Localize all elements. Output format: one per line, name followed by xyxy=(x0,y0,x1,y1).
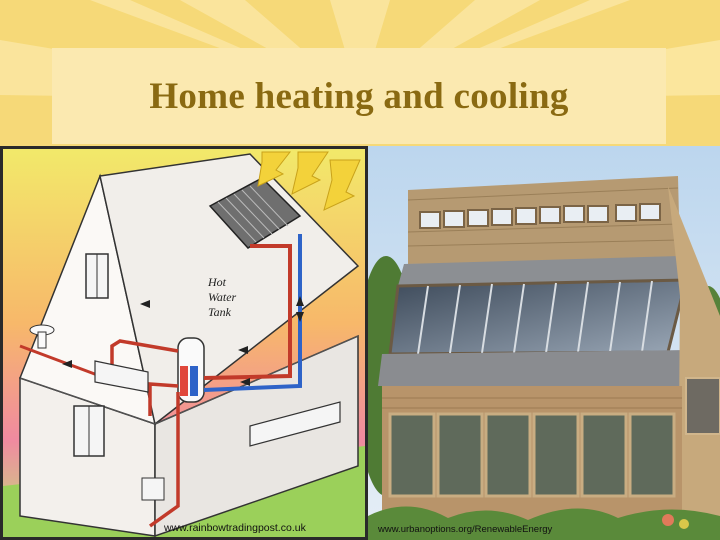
label-water: Water xyxy=(208,290,237,304)
right-image-caption: www.urbanoptions.org/RenewableEnergy xyxy=(378,524,553,535)
label-hot: Hot xyxy=(208,275,226,289)
left-image-caption: www.rainbowtradingpost.co.uk xyxy=(164,522,306,534)
title-panel: Home heating and cooling xyxy=(52,48,666,144)
slide-title: Home heating and cooling xyxy=(149,75,569,117)
solar-house-photo xyxy=(368,146,720,540)
hot-water-tank-label: Hot Water Tank xyxy=(208,275,236,320)
solar-hot-water-diagram xyxy=(0,146,370,540)
label-tank: Tank xyxy=(208,305,231,319)
